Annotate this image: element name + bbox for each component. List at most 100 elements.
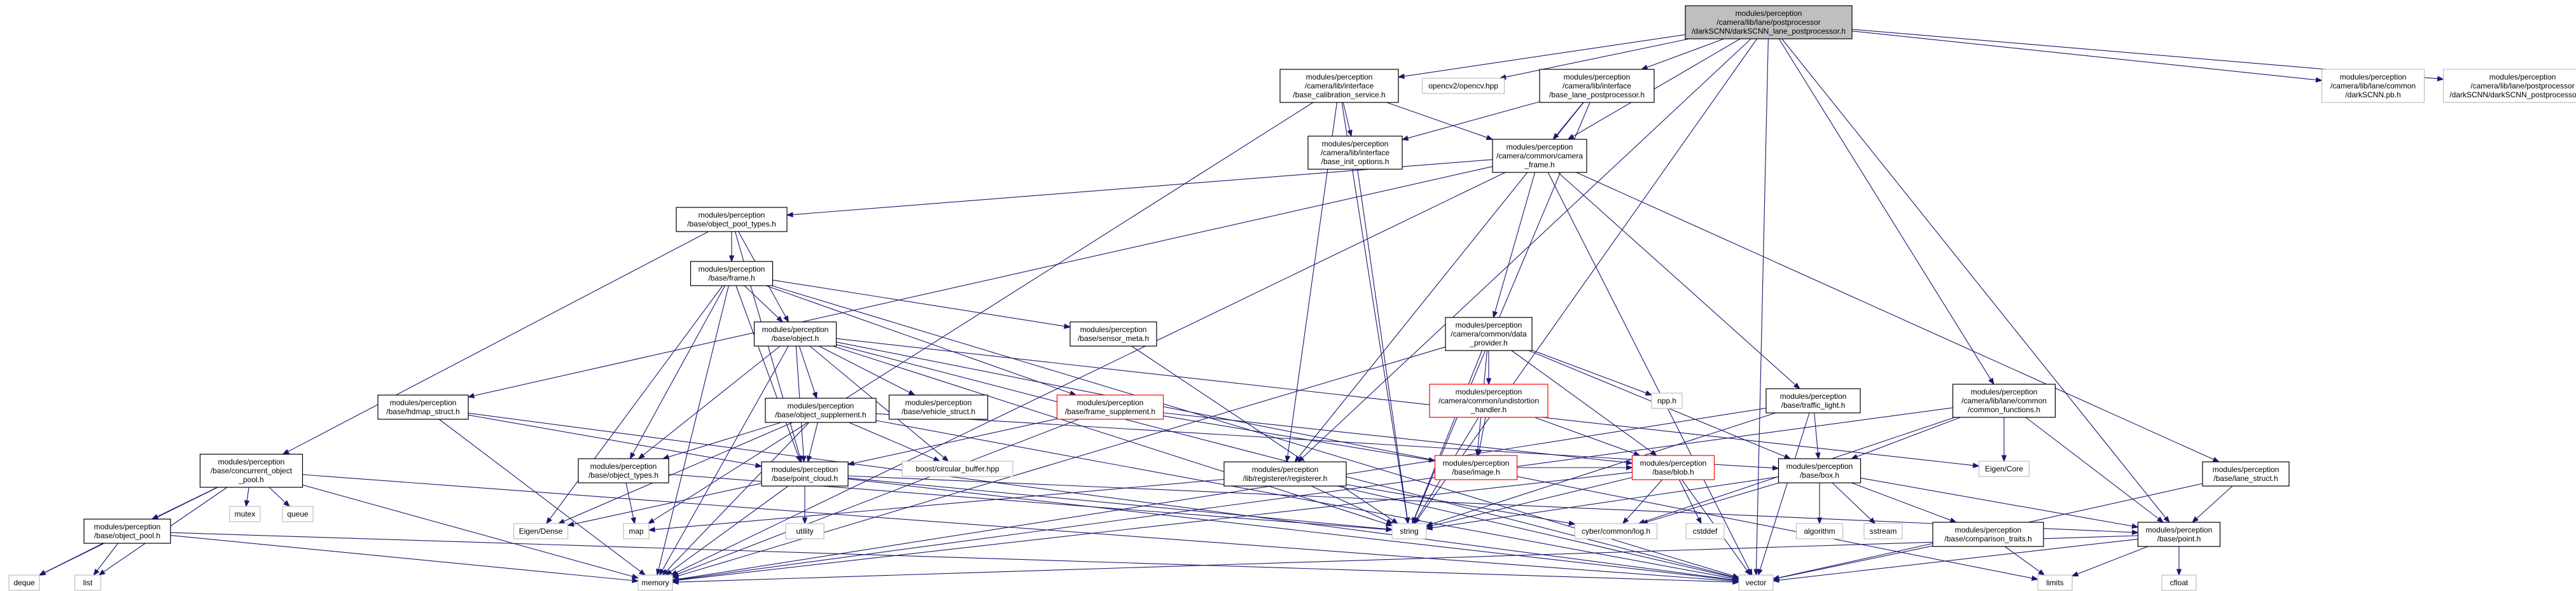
node-n31[interactable]: modules/perception/base/object_pool.h xyxy=(83,518,171,544)
node-n29[interactable]: modules/perception/base/box.h xyxy=(1778,458,1862,483)
node-label-line: modules/perception xyxy=(762,325,829,334)
edge-n0-n3 xyxy=(1640,38,1724,70)
node-n30[interactable]: modules/perception/base/lane_struct.h xyxy=(2202,461,2290,487)
edge-line xyxy=(676,172,1506,573)
edge-line xyxy=(1573,38,1741,137)
node-n17[interactable]: modules/perception/base/hdmap_struct.h xyxy=(377,394,469,420)
edge-line xyxy=(1479,417,1486,450)
edge-n21-n33 xyxy=(268,487,291,507)
node-n13[interactable]: modules/perception/camera/common/undisto… xyxy=(1429,384,1549,418)
edge-line xyxy=(1778,545,1933,579)
node-n23[interactable]: modules/perception/base/point_cloud.h xyxy=(761,461,849,487)
edge-n31-n46 xyxy=(170,535,639,583)
edge-line xyxy=(654,478,1225,530)
node-n18[interactable]: modules/perception/base/object_supplemen… xyxy=(765,398,877,423)
node-n36: utility xyxy=(785,523,825,539)
edge-n42-n48 xyxy=(2004,546,2045,576)
node-box xyxy=(2137,522,2221,547)
node-n25[interactable]: modules/perception/lib/registerer/regist… xyxy=(1223,461,1347,487)
node-box xyxy=(513,523,569,539)
arrowhead-icon xyxy=(802,517,808,525)
node-n6[interactable]: modules/perception/camera/lib/interface/… xyxy=(1307,136,1403,170)
edge-line xyxy=(563,422,793,522)
arrowhead-icon xyxy=(776,316,784,323)
node-label-line: /camera/common/camera xyxy=(1496,151,1583,160)
edge-n13-n26 xyxy=(1477,417,1486,457)
node-label-line: _pool.h xyxy=(238,475,263,484)
node-label-line: /base/concurrent_object xyxy=(211,466,293,475)
node-label-line: modules/perception xyxy=(1736,9,1802,18)
edge-line xyxy=(1647,38,1724,68)
node-n12[interactable]: modules/perception/camera/common/data_pr… xyxy=(1445,317,1533,351)
node-n22[interactable]: modules/perception/base/object_types.h xyxy=(578,458,669,483)
edge-line xyxy=(678,407,1953,580)
arrowhead-icon xyxy=(671,571,679,577)
node-label-line: /camera/common/undistortion xyxy=(1438,396,1539,405)
node-n44: deque xyxy=(8,574,40,591)
node-n3[interactable]: modules/perception/camera/lib/interface/… xyxy=(1539,69,1655,103)
edge-n18-n23 xyxy=(806,422,818,463)
node-n8[interactable]: modules/perception/base/object_pool_type… xyxy=(676,207,788,232)
edge-n23-n34 xyxy=(567,483,762,527)
edge-n18-n46 xyxy=(662,422,810,576)
arrowhead-icon xyxy=(98,569,106,576)
node-box xyxy=(2442,69,2576,103)
node-n1[interactable]: modules/perception/camera/lib/interface/… xyxy=(1279,69,1399,103)
node-n7[interactable]: modules/perception/camera/common/camera_… xyxy=(1492,139,1587,173)
node-n0[interactable]: modules/perception/camera/lib/lane/postp… xyxy=(1685,5,1853,39)
node-n9[interactable]: modules/perception/base/frame.h xyxy=(690,261,774,286)
edge-line xyxy=(1679,479,1699,519)
edge-n8-n9 xyxy=(728,232,735,263)
node-n19[interactable]: modules/perception/base/vehicle_struct.h xyxy=(888,394,989,420)
node-box xyxy=(676,207,788,232)
edge-line xyxy=(798,345,816,393)
node-n27[interactable]: modules/perception/base/blob.h xyxy=(1631,455,1715,480)
arrowhead-icon xyxy=(1633,450,1641,456)
edge-n12-n27 xyxy=(1511,350,1657,456)
node-n11[interactable]: modules/perception/base/sensor_meta.h xyxy=(1069,321,1157,347)
edge-n10-n46 xyxy=(659,345,789,576)
arrowhead-icon xyxy=(847,460,855,466)
edge-line xyxy=(468,414,756,466)
node-label-line: Eigen/Dense xyxy=(519,527,563,536)
arrowhead-icon xyxy=(1645,390,1653,396)
node-box xyxy=(1932,522,2044,547)
node-box xyxy=(785,523,825,539)
arrowhead-icon xyxy=(467,393,475,399)
edge-n9-n22 xyxy=(629,285,726,460)
edge-line xyxy=(670,485,789,573)
edge-line xyxy=(1341,102,1408,518)
node-n26[interactable]: modules/perception/base/image.h xyxy=(1434,455,1518,480)
edge-line xyxy=(1337,485,1734,578)
edge-line xyxy=(1778,538,2138,581)
node-label-line: modules/perception xyxy=(2489,73,2556,81)
node-label-line: /base/hdmap_struct.h xyxy=(386,407,459,416)
edge-n3-n6 xyxy=(1401,101,1540,141)
node-label-line: modules/perception xyxy=(699,211,765,219)
node-n43[interactable]: modules/perception/base/point.h xyxy=(2137,522,2221,547)
node-n42[interactable]: modules/perception/base/comparison_trait… xyxy=(1932,522,2044,547)
node-label-line: /camera/lib/interface xyxy=(1305,81,1374,90)
node-n16[interactable]: modules/perception/camera/lib/lane/commo… xyxy=(1952,384,2056,418)
node-n20[interactable]: modules/perception/base/frame_supplement… xyxy=(1056,394,1164,420)
edge-n17-n23 xyxy=(468,414,763,468)
edge-n9-n23 xyxy=(735,285,801,463)
node-box xyxy=(1056,394,1164,420)
arrowhead-icon xyxy=(1695,517,1702,525)
node-n15[interactable]: modules/perception/base/traffic_light.h xyxy=(1765,388,1861,414)
node-label-line: /base/vehicle_struct.h xyxy=(902,407,975,416)
arrowhead-icon xyxy=(2131,529,2139,536)
node-box xyxy=(1778,458,1862,483)
node-n10[interactable]: modules/perception/base/object.h xyxy=(753,321,837,347)
node-box xyxy=(888,394,989,420)
edge-n7-n17 xyxy=(467,166,1493,399)
node-label-line: cstddef xyxy=(1693,527,1718,536)
node-label-line: /base/object_pool_types.h xyxy=(687,219,776,228)
node-box xyxy=(1223,461,1347,487)
node-n21[interactable]: modules/perception/base/concurrent_objec… xyxy=(199,454,303,488)
node-label-line: /camera/common/data xyxy=(1451,330,1527,338)
edge-line xyxy=(44,543,104,573)
arrowhead-icon xyxy=(786,212,793,218)
arrowhead-icon xyxy=(1567,134,1575,140)
edge-layer xyxy=(38,29,2444,585)
